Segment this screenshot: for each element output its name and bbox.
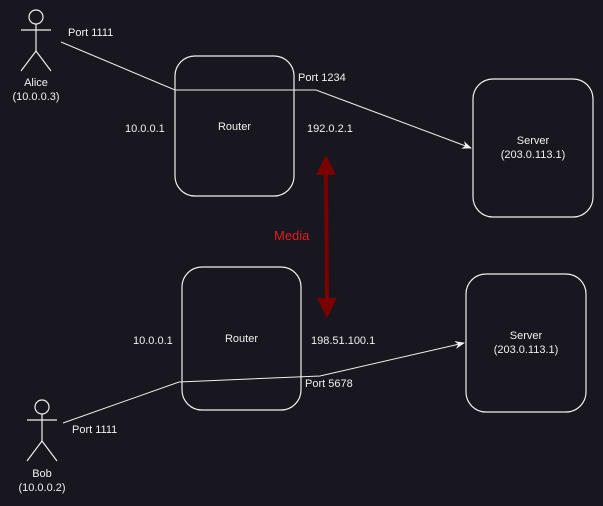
- bob-port-label: Port 1111: [72, 424, 118, 436]
- bob-name-label: Bob: [32, 468, 52, 480]
- router-top-lan-ip: 10.0.0.1: [125, 123, 165, 135]
- alice-to-server-edge[interactable]: [60, 41, 472, 149]
- router-bottom-wan-ip: 198.51.100.1: [311, 335, 376, 347]
- alice-ip-label: (10.0.0.3): [12, 91, 60, 103]
- bob-actor-icon: [26, 399, 58, 462]
- alice-actor-icon: [20, 9, 52, 72]
- router-bottom-nat-port: Port 5678: [305, 378, 353, 390]
- router-top-nat-port: Port 1234: [298, 72, 346, 84]
- media-double-arrow[interactable]: [316, 155, 337, 318]
- server-bottom-ip: (203.0.113.1): [493, 344, 559, 356]
- server-top-box[interactable]: [472, 78, 594, 218]
- bob-to-server-edge[interactable]: [62, 341, 465, 424]
- server-top-ip: (203.0.113.1): [500, 149, 566, 161]
- alice-name-label: Alice: [24, 77, 48, 89]
- server-bottom-label: Server: [509, 330, 543, 342]
- media-label: Media: [274, 228, 310, 243]
- router-top-label: Router: [217, 121, 252, 133]
- router-bottom-box[interactable]: [181, 266, 302, 411]
- router-bottom-lan-ip: 10.0.0.1: [133, 335, 173, 347]
- router-top-wan-ip: 192.0.2.1: [307, 123, 353, 135]
- router-bottom-label: Router: [224, 333, 259, 345]
- bob-ip-label: (10.0.0.2): [18, 482, 66, 494]
- server-top-label: Server: [516, 135, 550, 147]
- alice-port-label: Port 1111: [68, 27, 114, 39]
- server-bottom-box[interactable]: [465, 273, 587, 413]
- router-top-box[interactable]: [174, 55, 295, 197]
